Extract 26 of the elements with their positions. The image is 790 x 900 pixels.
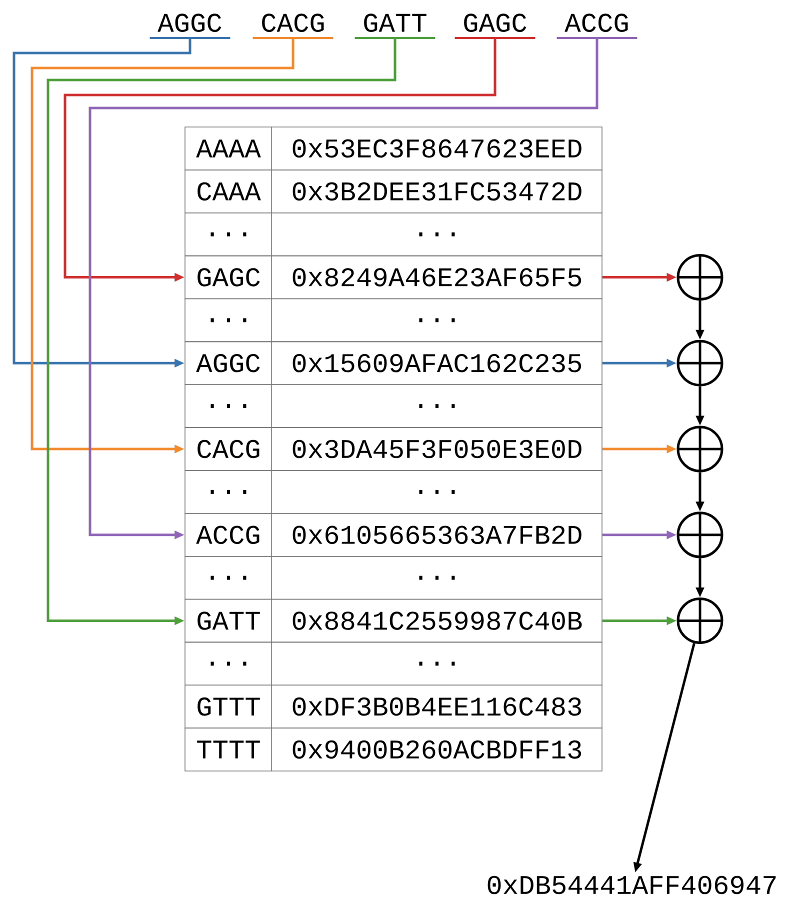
table-row: GTTT 0xDF3B0B4EE116C483 (184, 684, 602, 729)
table-row: ... ... (184, 212, 602, 257)
xor-symbol (676, 426, 724, 472)
table-row: ... ... (184, 556, 602, 600)
xor-symbol (676, 512, 724, 558)
table-row: AGGC 0x15609AFAC162C235 (184, 340, 602, 386)
table-row: ACCG 0x6105665363A7FB2D (184, 512, 602, 558)
xor-symbol (676, 254, 724, 301)
table-row: ... ... (184, 641, 602, 686)
table-row: TTTT 0x9400B260ACBDFF13 (184, 727, 602, 772)
key-label: CACG (262, 14, 324, 32)
key-label: AGGC (158, 14, 222, 32)
table-row: GAGC 0x8249A46E23AF65F5 (184, 255, 602, 300)
table-row: CACG 0x3DA45F3F050E3E0D (184, 426, 602, 472)
key-label: GAGC (464, 14, 526, 32)
key-label: ACCG (564, 14, 628, 32)
xor-symbol (676, 597, 724, 644)
table-row: ... ... (184, 470, 602, 514)
table-row: ... ... (184, 298, 602, 342)
xor-symbol (676, 340, 724, 386)
table-row: CAAA 0x3B2DEE31FC53472D (184, 169, 602, 214)
key-label: GATT (364, 14, 426, 32)
table-row: ... ... (184, 384, 602, 428)
table-row: GATT 0x8841C2559987C40B (184, 598, 602, 643)
result-text: 0xDB54441AFF406947 (488, 876, 776, 894)
table-row: AAAA 0x53EC3F8647623EED (184, 126, 602, 171)
